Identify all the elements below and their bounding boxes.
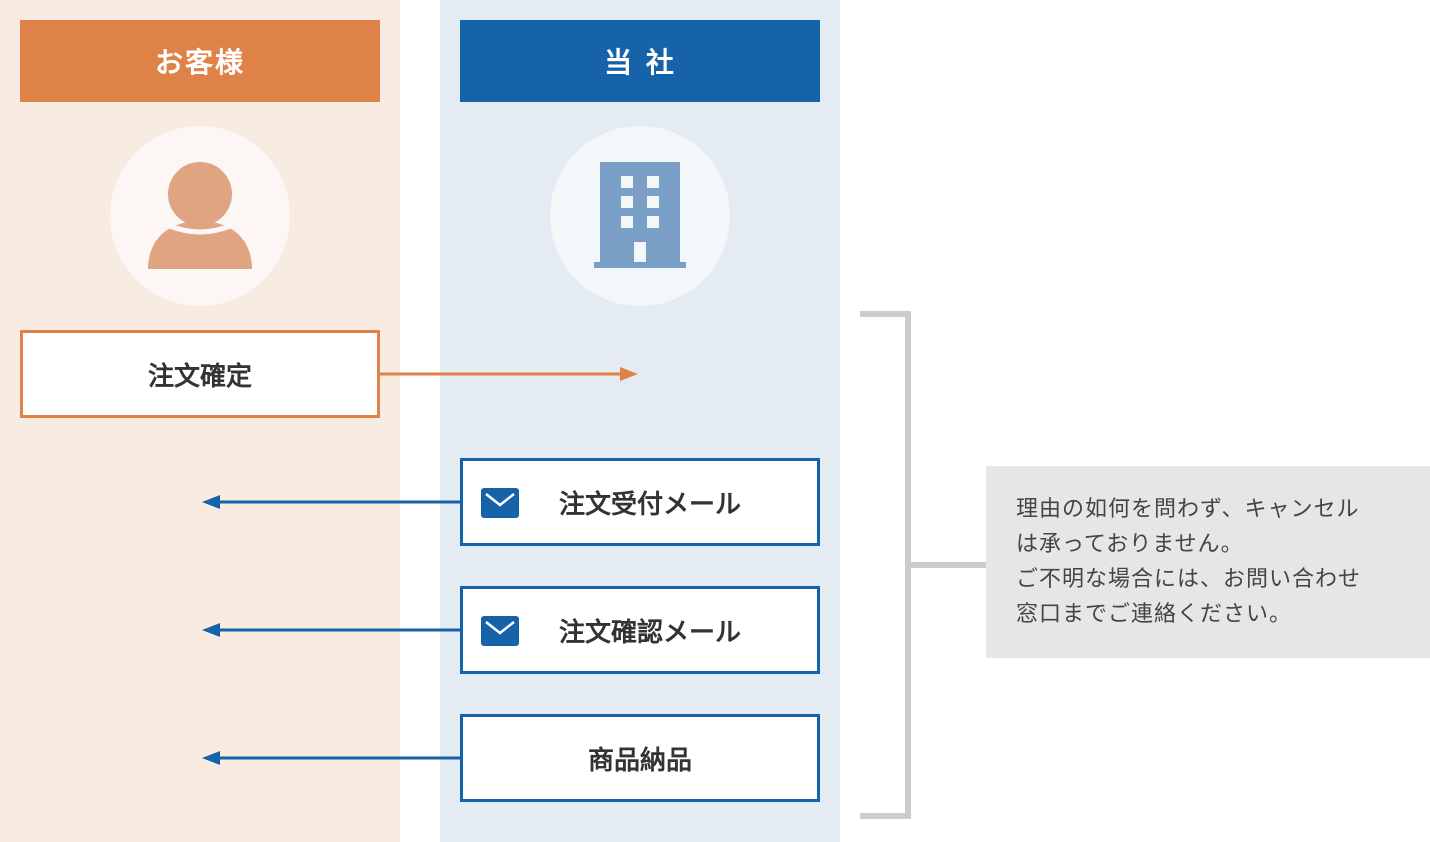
- cancellation-note: 理由の如何を問わず、キャンセル は承っておりません。 ご不明な場合には、お問い合…: [986, 466, 1430, 658]
- person-icon: [148, 157, 252, 269]
- company-header: 当 社: [460, 20, 820, 102]
- confirm-mail-label: 注文確認メール: [558, 617, 741, 648]
- note-line: は承っておりません。: [1016, 532, 1244, 557]
- order-confirm-label: 注文確定: [147, 361, 252, 392]
- confirm-mail-arrow: [202, 623, 460, 637]
- company-avatar: [550, 126, 730, 306]
- delivery-arrow: [202, 751, 460, 765]
- building-icon: [594, 162, 686, 268]
- customer-header: お客様: [20, 20, 380, 102]
- receipt-mail-box: 注文受付メール: [460, 458, 820, 546]
- note-line: 理由の如何を問わず、キャンセル: [1016, 497, 1360, 522]
- mail-icon: [481, 488, 519, 518]
- customer-avatar: [110, 126, 290, 306]
- no-cancel-bracket: [860, 311, 986, 819]
- confirm-mail-box: 注文確認メール: [460, 586, 820, 674]
- note-line: 窓口までご連絡ください。: [1016, 602, 1293, 627]
- receipt-mail-arrow: [202, 495, 460, 509]
- note-line: ご不明な場合には、お問い合わせ: [1016, 567, 1362, 592]
- mail-icon: [481, 616, 519, 646]
- order-arrow: [380, 367, 638, 381]
- receipt-mail-label: 注文受付メール: [558, 489, 741, 520]
- order-confirm-box: 注文確定: [20, 330, 380, 418]
- delivery-label: 商品納品: [587, 745, 692, 776]
- delivery-box: 商品納品: [460, 714, 820, 802]
